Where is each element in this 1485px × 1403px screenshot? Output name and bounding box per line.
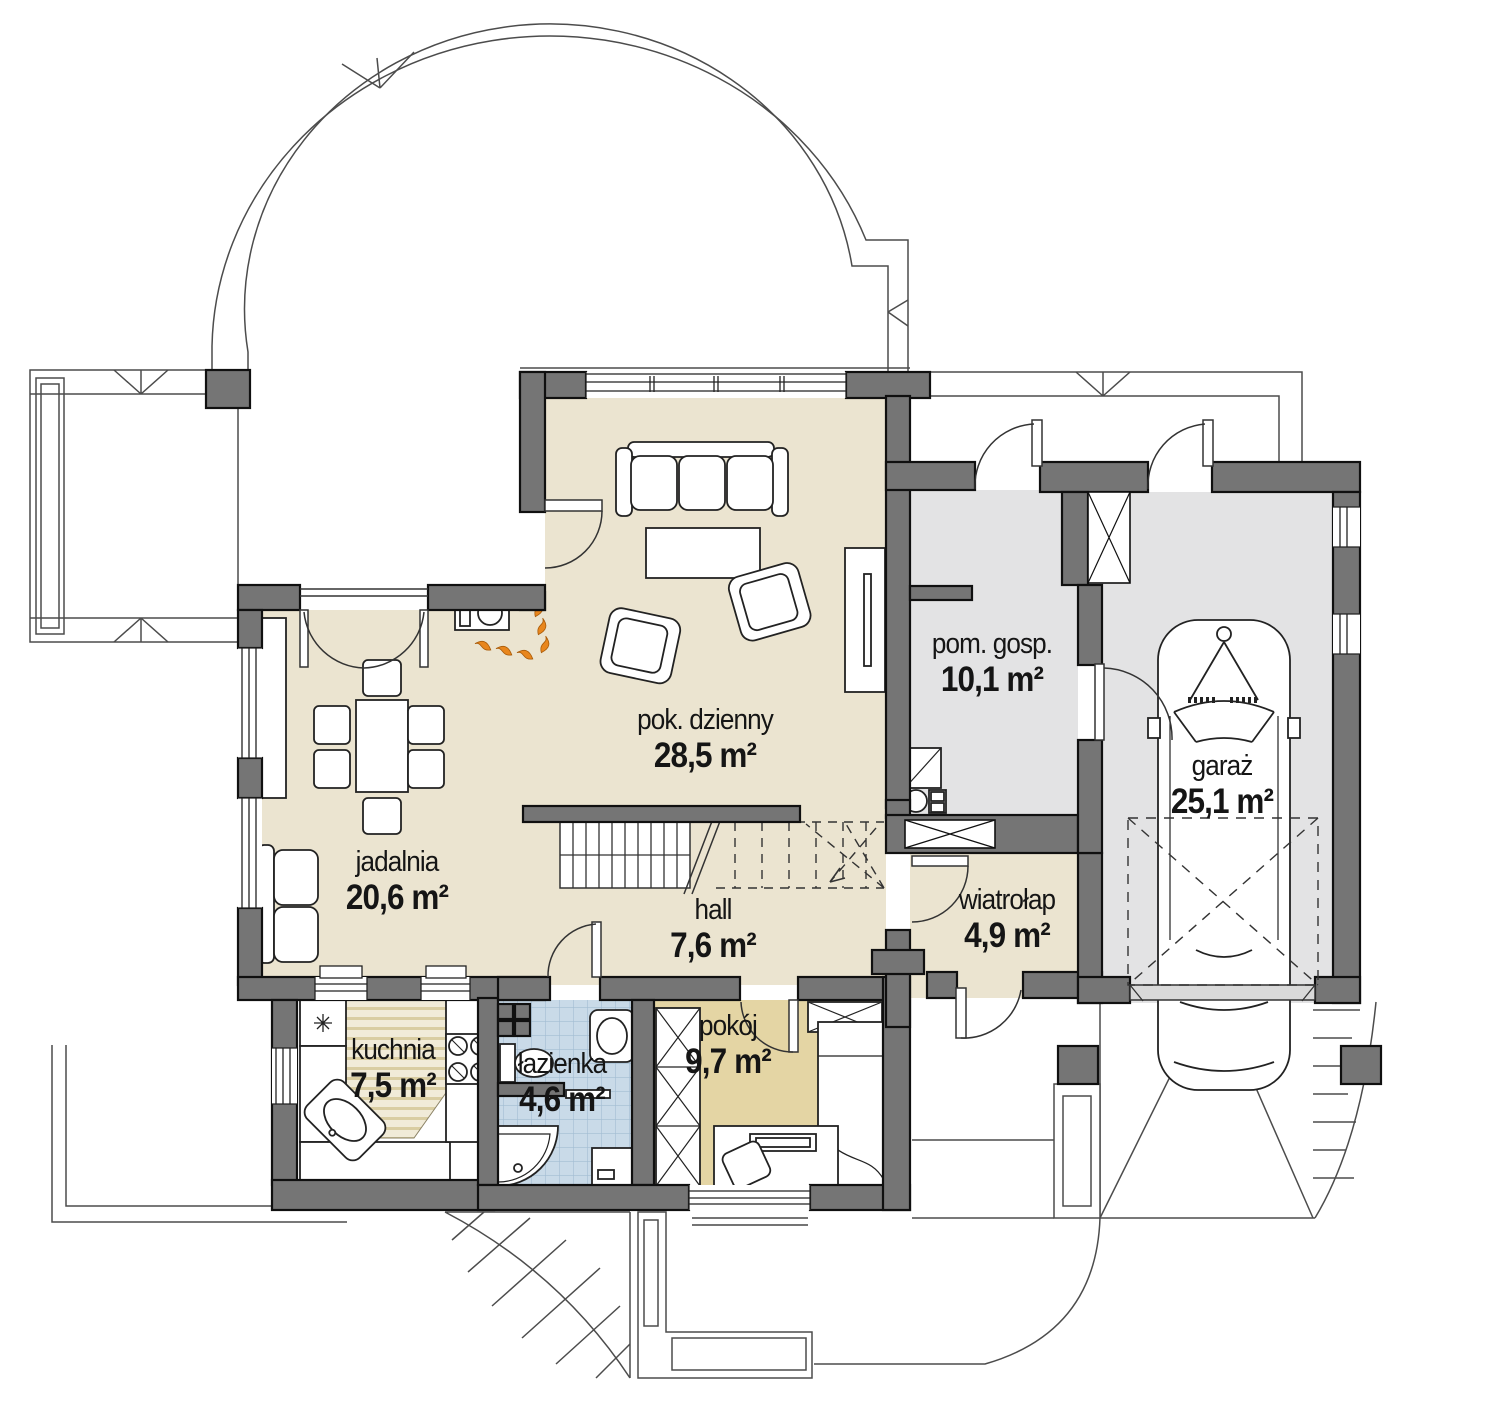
windows (238, 372, 1360, 1226)
toilet (514, 1048, 554, 1078)
roof-overhang-lines (520, 367, 1303, 466)
kitchen-sink (303, 1078, 387, 1162)
stairs-direction-arrow (829, 867, 846, 883)
room-name: łazienka (517, 1048, 607, 1080)
room-area: 10,1 m² (940, 659, 1044, 699)
room-area: 7,6 m² (670, 925, 757, 965)
garage-door (1129, 984, 1316, 1002)
sofa-dining (257, 844, 319, 964)
room-area: 7,5 m² (350, 1065, 437, 1105)
room-area: 20,6 m² (345, 877, 449, 917)
room-label-jadalnia: jadalnia 20,6 m² (345, 846, 449, 917)
room-name: pom. gosp. (931, 628, 1053, 660)
coffee-table (645, 527, 761, 579)
sofa-living (615, 441, 789, 517)
room-label-lazienka: łazienka 4,6 m² (517, 1048, 607, 1119)
room-area: 4,9 m² (964, 915, 1051, 955)
french-door-dining (299, 588, 429, 669)
porch-pillar-left (1056, 1044, 1100, 1086)
parking-outline (1127, 817, 1319, 986)
room-label-wiatrolap: wiatrołap 4,9 m² (958, 884, 1056, 955)
site-linework (29, 23, 1377, 1379)
shafts (904, 491, 1131, 849)
room-area: 25,1 m² (1170, 781, 1274, 821)
room-name: wiatrołap (958, 884, 1056, 916)
room-name: jadalnia (355, 846, 440, 878)
porch-pillar-right (1339, 1044, 1383, 1086)
desk-chair (721, 1140, 772, 1190)
room-label-hall: hall 7,6 m² (670, 894, 757, 965)
pergola-pillar (204, 368, 252, 410)
dining-table (355, 699, 409, 793)
toilet-cistern (499, 1043, 516, 1083)
room-name: hall (694, 894, 732, 926)
bathroom-fixtures (497, 1009, 635, 1187)
washer (591, 1147, 635, 1187)
bath-shelf (565, 1089, 611, 1099)
utility-fixtures (904, 747, 947, 814)
lower-terrace-hatch (444, 1211, 631, 1379)
door-hall-vestibule (911, 855, 969, 923)
room-name: kuchnia (351, 1034, 436, 1066)
planter-outline (637, 1211, 813, 1379)
door-garage-exterior (1147, 419, 1214, 490)
room-area: 28,5 m² (653, 735, 757, 775)
door-utility-garage (1094, 663, 1173, 741)
room-label-pom-gosp: pom. gosp. 10,1 m² (931, 628, 1053, 699)
room-label-pokoj: pokój 9,7 m² (685, 1010, 772, 1081)
driveway-lines (814, 988, 1377, 1365)
room-label-garaz: garaż 25,1 m² (1170, 750, 1274, 821)
room-label-pok-dzienny: pok. dzienny 28,5 m² (637, 704, 774, 775)
room-area: 4,6 m² (519, 1079, 606, 1119)
door-utility-exterior (974, 419, 1043, 490)
armchair-1 (599, 607, 682, 685)
tv-cabinet (844, 547, 886, 693)
door-bathroom (547, 921, 602, 978)
staircase (559, 815, 885, 895)
car (1147, 619, 1301, 1091)
room-area: 9,7 m² (685, 1041, 772, 1081)
room-name: garaż (1191, 750, 1254, 782)
door-room (740, 999, 799, 1053)
door-entry (955, 987, 1022, 1039)
kitchen-counter-south (299, 1141, 451, 1181)
room-label-kuchnia: kuchnia 7,5 m² (350, 1034, 437, 1105)
armchair-2 (727, 562, 812, 642)
bath-partition (496, 1081, 566, 1098)
doors (299, 419, 1214, 1053)
room-name: pok. dzienny (637, 704, 774, 736)
door-terrace-living (544, 499, 603, 569)
left-patio-lines (51, 1045, 347, 1223)
curved-pergola-outline (211, 23, 909, 374)
room-name: pokój (699, 1010, 758, 1042)
left-terrace-outline (29, 369, 239, 643)
